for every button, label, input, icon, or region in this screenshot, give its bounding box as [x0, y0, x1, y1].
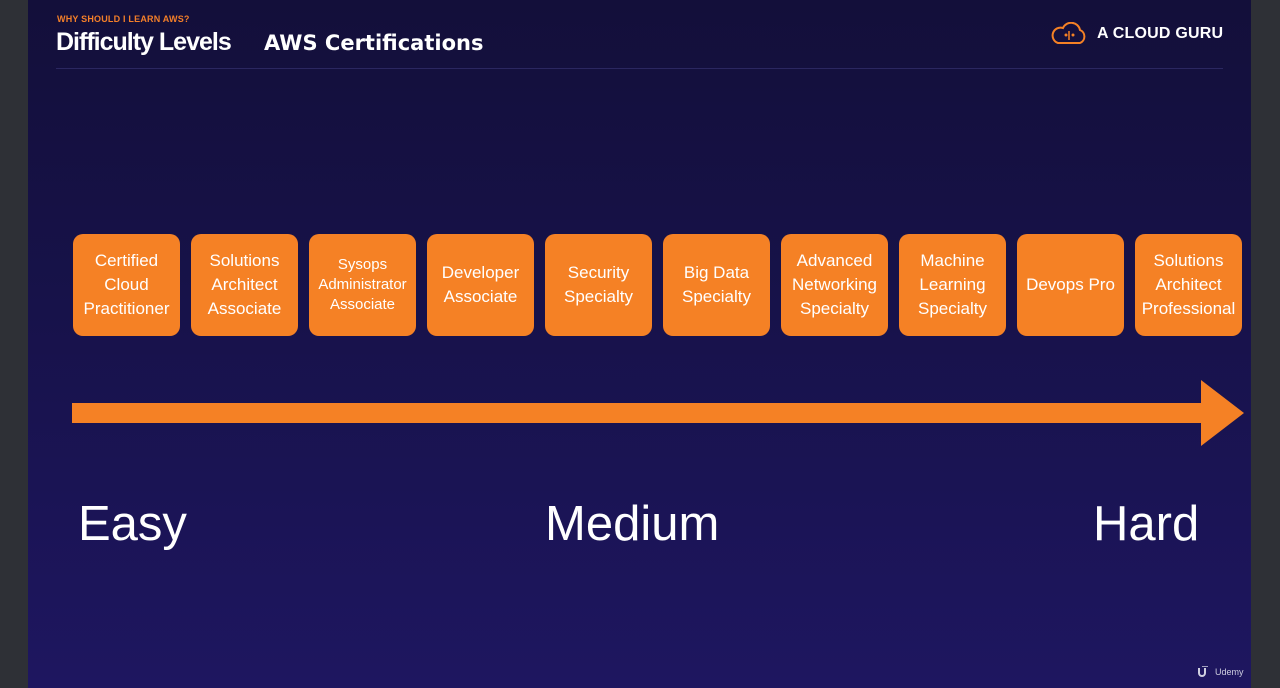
cert-devops-pro: Devops Pro	[1017, 234, 1124, 336]
slide-subtitle: AWS Certifications	[264, 31, 484, 55]
header-divider	[56, 68, 1223, 69]
cloud-icon	[1051, 22, 1086, 44]
cert-solutions-architect-professional: Solutions Architect Professional	[1135, 234, 1242, 336]
difficulty-arrow	[72, 380, 1244, 446]
certification-list: Certified Cloud Practitioner Solutions A…	[73, 232, 1245, 338]
cert-cloud-practitioner: Certified Cloud Practitioner	[73, 234, 180, 336]
udemy-label: Udemy	[1215, 667, 1244, 677]
eyebrow-text: WHY SHOULD I LEARN AWS?	[57, 14, 190, 24]
brand-name: A CLOUD GURU	[1097, 25, 1224, 42]
slide-title: Difficulty Levels	[56, 28, 232, 56]
cert-machine-learning-specialty: Machine Learning Specialty	[899, 234, 1006, 336]
udemy-watermark: Udemy	[1197, 666, 1244, 678]
slide: WHY SHOULD I LEARN AWS? Difficulty Level…	[28, 0, 1251, 688]
cert-security-specialty: Security Specialty	[545, 234, 652, 336]
cert-big-data-specialty: Big Data Specialty	[663, 234, 770, 336]
cert-solutions-architect-associate: Solutions Architect Associate	[191, 234, 298, 336]
cert-sysops-administrator-associate: Sysops Administrator Associate	[309, 234, 416, 336]
brand-logo: A CLOUD GURU	[1049, 22, 1223, 46]
cert-advanced-networking-specialty: Advanced Networking Specialty	[781, 234, 888, 336]
udemy-logo-icon	[1198, 666, 1208, 677]
level-hard: Hard	[1093, 497, 1200, 551]
level-medium: Medium	[545, 497, 720, 551]
cert-developer-associate: Developer Associate	[427, 234, 534, 336]
level-easy: Easy	[78, 497, 187, 551]
